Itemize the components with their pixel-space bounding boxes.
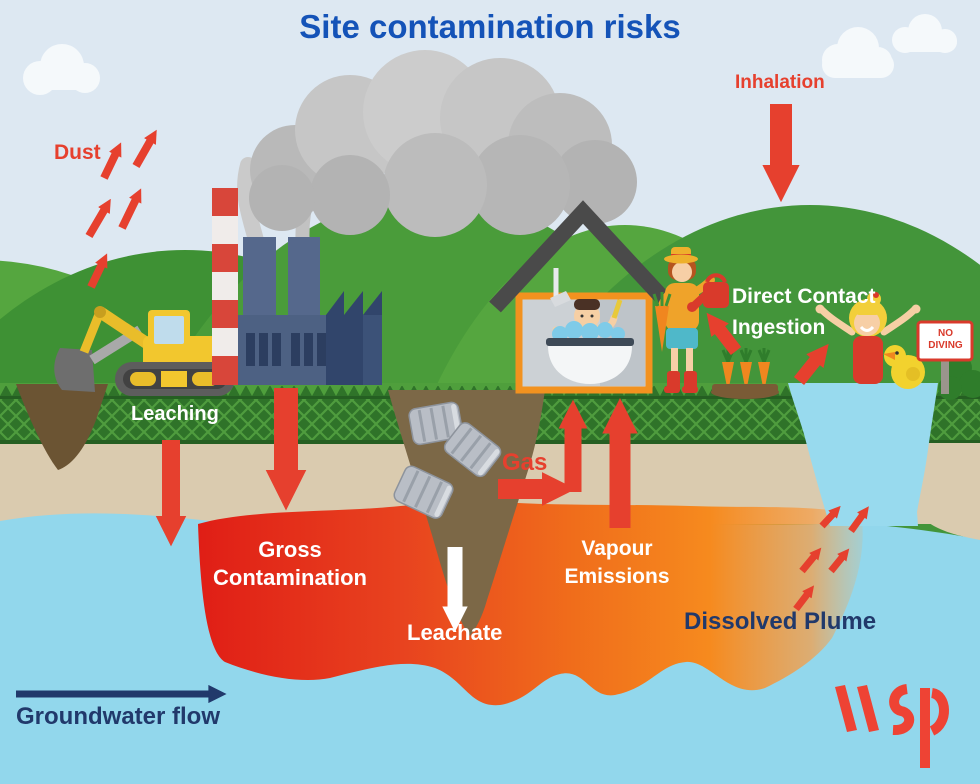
groundwater-flow-label: Groundwater flow — [16, 703, 220, 730]
rubber-duck-icon — [883, 345, 925, 389]
carrot-icon — [757, 348, 771, 392]
vapour-line1: Vapour — [581, 537, 653, 560]
gas-label: Gas — [502, 449, 548, 476]
no-diving-sign — [916, 320, 974, 394]
soil-right — [920, 443, 980, 540]
bathtub — [546, 321, 634, 384]
ingestion-arrow — [793, 343, 829, 386]
no-diving-line1: NO — [938, 328, 953, 339]
page-title: Site contamination risks — [299, 8, 681, 45]
cloud-icon — [23, 44, 100, 95]
direct-contact-arrow — [706, 312, 742, 355]
cloud-icons — [23, 14, 957, 95]
buried-barrels — [393, 401, 502, 519]
dust-arrows — [85, 129, 157, 289]
gross-contamination-label: Gross Contamination — [199, 536, 381, 592]
gross-line2: Contamination — [213, 565, 367, 590]
leaching-label: Leaching — [131, 403, 219, 425]
barrel-pit — [388, 390, 545, 636]
contamination-plume — [198, 500, 863, 706]
swimmer — [815, 292, 921, 384]
factory — [212, 188, 382, 385]
carrot-icon — [739, 348, 753, 392]
pond — [788, 383, 938, 526]
smoke — [237, 50, 637, 256]
dissolved-plume-arrows — [793, 505, 869, 612]
vapour-arrows — [558, 398, 638, 528]
no-diving-text: NO DIVING — [919, 328, 972, 352]
cloud-icon — [892, 14, 957, 53]
dust-label: Dust — [54, 141, 101, 164]
leachate-label: Leachate — [407, 620, 503, 645]
dissolved-plume-label: Dissolved Plume — [684, 608, 877, 635]
vapour-line2: Emissions — [564, 565, 670, 588]
cloud-icon — [822, 27, 894, 78]
direct-contact-line2: Ingestion — [732, 316, 826, 339]
gardener — [652, 247, 729, 393]
watering-can-icon — [687, 273, 729, 312]
smokestack — [212, 188, 238, 385]
excavation-pit — [16, 384, 108, 470]
no-diving-line2: DIVING — [928, 340, 963, 351]
gross-line1: Gross — [258, 537, 322, 562]
wsp-logo — [835, 684, 949, 768]
vapour-emissions-label: Vapour Emissions — [546, 535, 688, 591]
direct-contact-label: Direct Contact Ingestion — [732, 281, 876, 343]
direct-contact-line1: Direct Contact — [732, 285, 876, 308]
vegetable-patch — [711, 348, 779, 399]
house-bathroom — [489, 200, 677, 394]
inhalation-label: Inhalation — [735, 72, 825, 93]
carrot-icon — [652, 292, 672, 352]
